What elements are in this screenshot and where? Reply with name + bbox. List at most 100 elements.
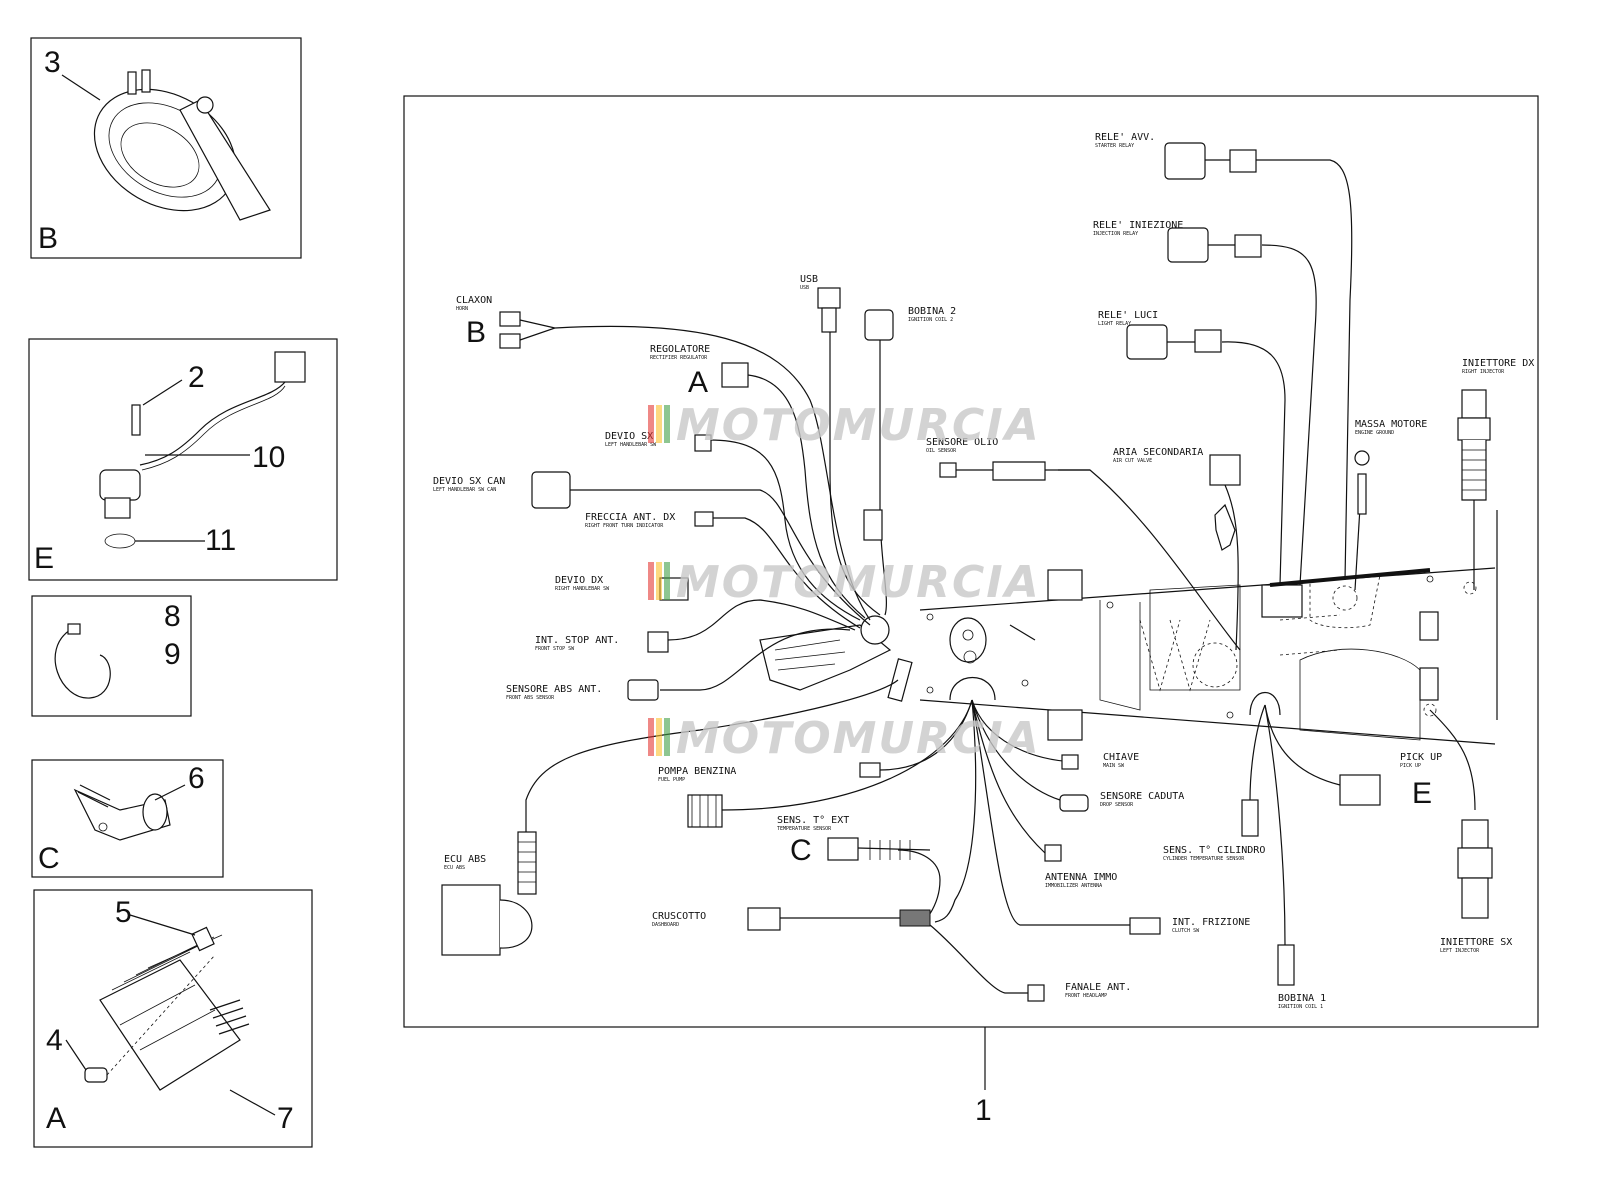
temp-sensor-c bbox=[827, 837, 859, 861]
label-sens-t-cilindro-en: CYLINDER TEMPERATURE SENSOR bbox=[1163, 856, 1245, 862]
label-pompa-benzina-en: FUEL PUMP bbox=[658, 777, 685, 783]
callout-e: E bbox=[1412, 777, 1432, 810]
label-usb-en: USB bbox=[800, 285, 809, 291]
air-cut-valve bbox=[1209, 454, 1241, 486]
inset-b-number-3: 3 bbox=[44, 46, 61, 79]
label-sens-t-ext: SENS. T° EXT bbox=[777, 815, 849, 826]
inset-a-number-5: 5 bbox=[115, 896, 132, 929]
svg-text:MOTOMURCIA: MOTOMURCIA bbox=[676, 557, 1041, 608]
watermark-3: MOTOMURCIA bbox=[648, 713, 1041, 764]
engine-ground-terminal bbox=[1354, 450, 1370, 466]
inset-e-number-10: 10 bbox=[252, 441, 285, 474]
horn-connector-bottom bbox=[499, 333, 521, 349]
main-part-number: 1 bbox=[975, 1094, 992, 1127]
label-int-stop-ant-en: FRONT STOP SW bbox=[535, 646, 575, 652]
label-devio-sx-en: LEFT HANDLEBAR SW bbox=[605, 442, 657, 448]
pickup-drawing bbox=[99, 351, 306, 549]
temp-sensor-drawing bbox=[73, 784, 186, 841]
inset-a-number-7: 7 bbox=[277, 1102, 294, 1135]
label-chiave-en: MAIN SW bbox=[1103, 763, 1125, 769]
inset-c-letter: C bbox=[38, 842, 60, 875]
horn-connector-top bbox=[499, 311, 521, 327]
inset-regulator: 5 4 7 A bbox=[33, 889, 313, 1148]
label-regolatore-en: RECTIFIER REGULATOR bbox=[650, 355, 708, 361]
steering-head bbox=[759, 615, 913, 702]
label-sensore-caduta: SENSORE CADUTA bbox=[1100, 791, 1184, 802]
label-devio-dx-en: RIGHT HANDLEBAR SW bbox=[555, 586, 610, 592]
label-antenna-immo: ANTENNA IMMO bbox=[1045, 872, 1117, 883]
label-aria-secondaria: ARIA SECONDARIA bbox=[1113, 447, 1203, 458]
label-iniettore-sx-en: LEFT INJECTOR bbox=[1440, 948, 1480, 954]
inset-a-letter: A bbox=[46, 1102, 66, 1135]
horn-drawing bbox=[61, 69, 271, 221]
label-rele-iniezione: RELE' INIEZIONE bbox=[1093, 220, 1183, 231]
headlamp-connector bbox=[1027, 984, 1045, 1002]
coil2-connector bbox=[864, 309, 894, 341]
component-labels: CLAXON HORN USB USB BOBINA 2 IGNITION CO… bbox=[433, 132, 1534, 1010]
cylinder-temp-connector bbox=[1241, 799, 1259, 837]
dashboard-connector bbox=[747, 907, 781, 931]
left-injector-connector bbox=[1461, 819, 1489, 849]
label-pick-up: PICK UP bbox=[1400, 752, 1442, 763]
left-handlebar-connector bbox=[694, 434, 712, 452]
left-handlebar-can-connector bbox=[531, 471, 571, 509]
label-sensore-olio-en: OIL SENSOR bbox=[926, 448, 957, 454]
label-massa-motore-en: ENGINE GROUND bbox=[1355, 430, 1394, 436]
regulator-connector bbox=[721, 362, 749, 388]
svg-text:MOTOMURCIA: MOTOMURCIA bbox=[676, 713, 1041, 764]
label-massa-motore: MASSA MOTORE bbox=[1355, 419, 1427, 430]
callout-c: C bbox=[790, 834, 812, 867]
main-sw-connector bbox=[1061, 754, 1079, 770]
front-abs-connector bbox=[627, 679, 659, 701]
oil-sensor-connector bbox=[939, 462, 957, 478]
label-aria-secondaria-en: AIR CUT VALVE bbox=[1113, 458, 1152, 464]
injection-relay bbox=[1167, 227, 1209, 263]
regulator-drawing bbox=[65, 914, 276, 1116]
label-sensore-abs-ant-en: FRONT ABS SENSOR bbox=[506, 695, 555, 701]
right-injector bbox=[1461, 389, 1487, 419]
ecu-abs bbox=[441, 884, 501, 956]
label-chiave: CHIAVE bbox=[1103, 752, 1139, 763]
label-sensore-abs-ant: SENSORE ABS ANT. bbox=[506, 684, 602, 695]
label-sensore-caduta-en: DROP SENSOR bbox=[1100, 802, 1134, 808]
label-antenna-immo-en: IMMOBILIZER ANTENNA bbox=[1045, 883, 1102, 889]
svg-text:MOTOMURCIA: MOTOMURCIA bbox=[676, 400, 1041, 451]
label-bobina1-en: IGNITION COIL 1 bbox=[1278, 1004, 1323, 1010]
label-usb: USB bbox=[800, 274, 818, 285]
pickup-connector bbox=[1339, 774, 1381, 806]
watermark-1: MOTOMURCIA bbox=[648, 400, 1041, 451]
label-fanale-ant-en: FRONT HEADLAMP bbox=[1065, 993, 1107, 999]
label-iniettore-dx: INIETTORE DX bbox=[1462, 358, 1534, 369]
drop-sensor-connector bbox=[1059, 794, 1089, 812]
inset-clip-number-9: 9 bbox=[164, 638, 181, 671]
immo-antenna-connector bbox=[1044, 844, 1062, 862]
inset-horn: 3 B bbox=[30, 37, 302, 259]
main-frame bbox=[403, 95, 1539, 1028]
label-devio-dx: DEVIO DX bbox=[555, 575, 603, 586]
label-rele-iniezione-en: INJECTION RELAY bbox=[1093, 231, 1138, 237]
inset-e-letter: E bbox=[34, 542, 54, 575]
fuel-pump-connector bbox=[859, 762, 881, 778]
label-fanale-ant: FANALE ANT. bbox=[1065, 982, 1131, 993]
inset-b-letter: B bbox=[38, 222, 58, 255]
label-claxon: CLAXON bbox=[456, 295, 492, 306]
label-claxon-en: HORN bbox=[456, 306, 468, 312]
oil-sensor bbox=[992, 461, 1046, 481]
usb-connector bbox=[817, 287, 841, 309]
label-devio-sx: DEVIO SX bbox=[605, 431, 653, 442]
inset-c-number-6: 6 bbox=[188, 762, 205, 795]
label-rele-avv: RELE' AVV. bbox=[1095, 132, 1155, 143]
label-rele-luci: RELE' LUCI bbox=[1098, 310, 1158, 321]
label-sensore-olio: SENSORE OLIO bbox=[926, 437, 998, 448]
inset-e-number-2: 2 bbox=[188, 361, 205, 394]
label-int-frizione: INT. FRIZIONE bbox=[1172, 917, 1250, 928]
watermark-2: MOTOMURCIA bbox=[648, 557, 1041, 608]
inset-pickup: 2 10 11 E bbox=[28, 338, 338, 581]
label-cruscotto: CRUSCOTTO bbox=[652, 911, 706, 922]
label-cruscotto-en: DASHBOARD bbox=[652, 922, 679, 928]
label-devio-sx-can: DEVIO SX CAN bbox=[433, 476, 505, 487]
label-regolatore: REGOLATORE bbox=[650, 344, 710, 355]
main-callouts: B A C E bbox=[466, 316, 1432, 867]
label-bobina2: BOBINA 2 bbox=[908, 306, 956, 317]
